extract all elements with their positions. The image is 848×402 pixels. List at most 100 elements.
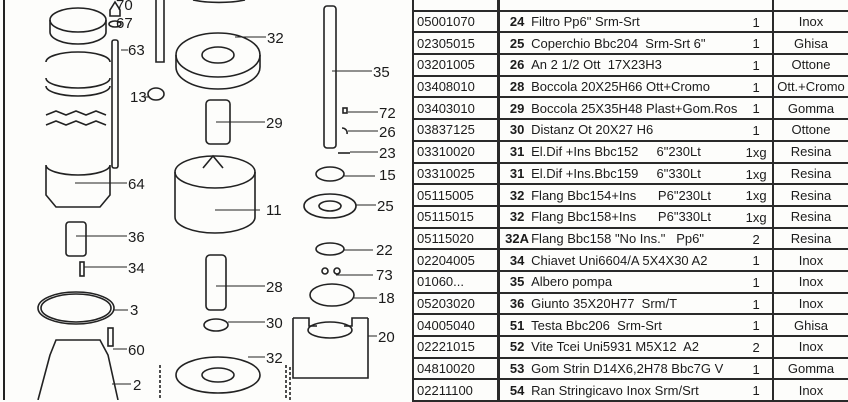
reference-number: 53 (509, 361, 525, 377)
part-description: Testa Bbc206 Srm-Srt (531, 317, 662, 333)
quantity: 1 (752, 101, 760, 117)
part-code: 03408010 (412, 74, 500, 99)
part-description: Filtro Pp6" Srm-Srt (531, 14, 640, 30)
part-description: Boccola 20X25H66 Ott+Cromo (531, 79, 710, 95)
callout-67: 67 (116, 15, 133, 32)
callout-15: 15 (379, 167, 396, 184)
callout-labels: 70 67 63 13 32 35 72 29 26 23 64 15 11 2… (116, 0, 396, 394)
table-row: 03837125 30 Distanz Ot 20X27 H6 1 Ottone (412, 118, 848, 142)
quantity: 1 (752, 361, 760, 377)
quantity: 1 (752, 58, 760, 74)
part-code: 03403010 (412, 96, 500, 121)
middle-column-parts (159, 0, 287, 400)
left-column-parts (37, 0, 165, 400)
reference-number: 30 (509, 122, 525, 138)
reference-number: 31 (509, 144, 525, 160)
part-description: Chiavet Uni6604/A 5X4X30 A2 (531, 252, 708, 268)
reference-number: 25 (509, 35, 525, 51)
callout-22: 22 (376, 242, 393, 259)
part-description: El.Dif +Ins.Bbc159 6"330Lt (531, 165, 701, 181)
material-cell (771, 0, 848, 12)
callout-2: 2 (133, 377, 141, 394)
reference-number: 26 (509, 57, 525, 73)
quantity: 1 (752, 79, 760, 95)
callout-29: 29 (266, 115, 283, 132)
part-code: 02221015 (412, 335, 500, 359)
code-cell (412, 0, 500, 12)
quantity: 1 (752, 36, 760, 52)
material: Ghisa (771, 31, 848, 56)
material: Gomma (771, 96, 848, 121)
table-row-partial (412, 0, 848, 12)
callout-63: 63 (128, 42, 145, 59)
part-description: Coperchio Bbc204 Srm-Srt 6" (531, 35, 706, 51)
part-code: 02305015 (412, 31, 500, 56)
exploded-pump-diagram: 70 67 63 13 32 35 72 29 26 23 64 15 11 2… (3, 0, 396, 400)
part-description: Distanz Ot 20X27 H6 (531, 122, 654, 138)
part-description: El.Dif +Ins Bbc152 6"230Lt (531, 144, 701, 160)
quantity: 2 (752, 231, 760, 247)
callout-70: 70 (116, 0, 133, 14)
material: Gomma (771, 356, 848, 381)
material: Resina (771, 139, 848, 164)
quantity: 1 (752, 296, 760, 312)
table-row: 02305015 25 Coperchio Bbc204 Srm-Srt 6" 1 Gh… (412, 31, 848, 56)
callout-30: 30 (266, 315, 283, 332)
callout-leaders (75, 36, 378, 385)
part-description: Vite Tcei Uni5931 M5X12 A2 (531, 339, 700, 355)
material: Resina (771, 204, 848, 229)
callout-3: 3 (130, 302, 138, 319)
callout-36: 36 (128, 229, 145, 246)
part-code: 02204005 (412, 248, 500, 272)
part-description: Flang Bbc158 "No Ins." Pp6" (531, 230, 704, 246)
callout-32: 32 (267, 30, 284, 47)
description-cell: 52 Vite Tcei Uni5931 M5X12 A2 2 (497, 335, 774, 359)
material: Resina (771, 161, 848, 186)
callout-28: 28 (266, 279, 283, 296)
part-code: 03837125 (412, 118, 500, 142)
quantity: 1 (752, 123, 760, 139)
part-description: Giunto 35X20H77 Srm/T (531, 295, 678, 311)
material: Inox (771, 269, 848, 294)
part-code: 02211100 (412, 378, 500, 402)
material: Ott.+Cromo (771, 74, 848, 99)
quantity: 1xg (745, 209, 767, 225)
part-code: 05115020 (412, 226, 500, 251)
callout-73: 73 (376, 267, 393, 284)
callout-64: 64 (128, 176, 145, 193)
material: Inox (771, 9, 848, 34)
quantity: 1xg (745, 144, 767, 160)
reference-number: 52 (509, 339, 525, 355)
callout-13: 13 (130, 89, 147, 106)
material: Ottone (771, 118, 848, 142)
part-code: 05115005 (412, 183, 500, 207)
quantity: 1xg (745, 188, 767, 204)
reference-number: 24 (509, 14, 525, 30)
part-code: 03310020 (412, 139, 500, 164)
quantity: 2 (752, 340, 760, 355)
reference-number: 54 (509, 382, 525, 398)
description-cell: 31 El.Dif +Ins Bbc152 6"230Lt 1xg (497, 139, 774, 164)
description-cell (497, 0, 774, 12)
callout-11: 11 (266, 202, 282, 219)
material: Resina (771, 226, 848, 251)
